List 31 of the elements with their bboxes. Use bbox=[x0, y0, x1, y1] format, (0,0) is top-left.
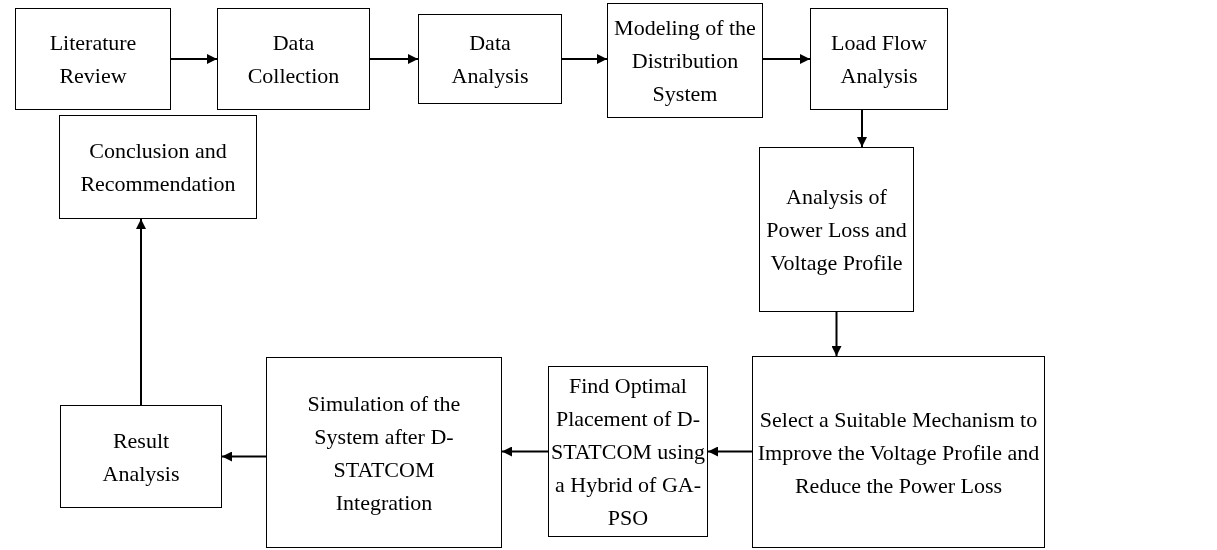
box-label: Modeling of the Distribution System bbox=[613, 14, 757, 108]
box-label: Data Analysis bbox=[450, 29, 530, 90]
box-label: Data Collection bbox=[246, 29, 341, 90]
process-box bbox=[752, 356, 1045, 548]
process-box bbox=[15, 8, 171, 110]
process-box bbox=[607, 3, 763, 118]
box-label: Select a Suitable Mechanism to Improve the Voltage Profile and Reduce the Power Loss bbox=[756, 405, 1041, 500]
arrow bbox=[831, 311, 842, 357]
arrow bbox=[501, 446, 549, 457]
box-label: Find Optimal Placement of D-STATCOM using a Hybrid of GA-PSO bbox=[549, 372, 707, 532]
arrow bbox=[762, 54, 811, 64]
arrow bbox=[857, 109, 867, 148]
arrow bbox=[707, 446, 753, 457]
arrow bbox=[136, 218, 146, 406]
process-box bbox=[59, 115, 257, 219]
box-label: Analysis of Power Loss and Voltage Profile bbox=[765, 183, 908, 277]
process-box bbox=[418, 14, 562, 104]
process-box bbox=[759, 147, 914, 312]
process-box bbox=[60, 405, 222, 508]
box-label: Result Analysis bbox=[101, 426, 181, 488]
box-label: Load Flow Analysis bbox=[830, 29, 928, 90]
process-box bbox=[266, 357, 502, 548]
box-label: Literature Review bbox=[48, 29, 138, 90]
process-box bbox=[217, 8, 370, 110]
arrow bbox=[369, 54, 419, 64]
arrow bbox=[221, 451, 267, 462]
box-label: Simulation of the System after D-STATCOM Integration bbox=[306, 389, 462, 517]
arrow bbox=[170, 54, 218, 64]
process-box bbox=[810, 8, 948, 110]
box-label: Conclusion and Recommendation bbox=[79, 137, 237, 198]
arrow bbox=[561, 54, 608, 64]
